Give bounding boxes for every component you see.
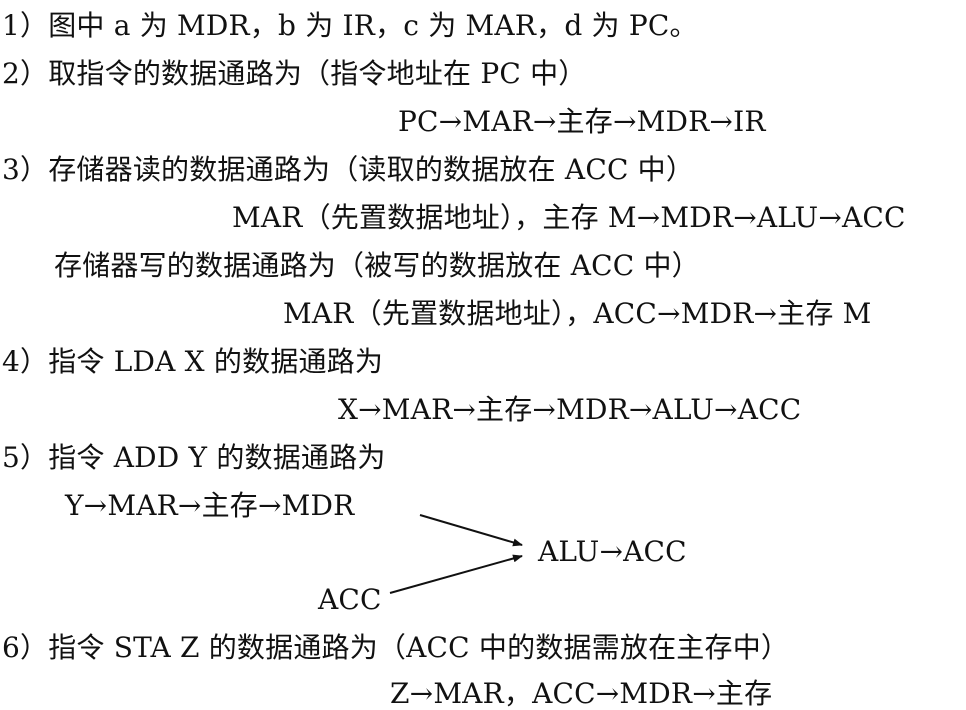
- answer-line-6: 6）指令 STA Z 的数据通路为（ACC 中的数据需放在主存中）: [2, 631, 790, 664]
- answer-line-2: 2）取指令的数据通路为（指令地址在 PC 中）: [2, 57, 587, 90]
- answer-line-5-lower-path: ACC: [318, 583, 382, 616]
- answer-line-5-result: ALU→ACC: [538, 535, 687, 568]
- answer-line-6-path: Z→MAR，ACC→MDR→主存: [390, 677, 773, 710]
- lower-merge-arrow: [389, 554, 523, 594]
- answer-line-3: 3）存储器读的数据通路为（读取的数据放在 ACC 中）: [2, 153, 695, 186]
- answer-line-5-upper-path: Y→MAR→主存→MDR: [65, 489, 355, 522]
- answer-line-4: 4）指令 LDA X 的数据通路为: [2, 345, 384, 378]
- answer-line-4-path: X→MAR→主存→MDR→ALU→ACC: [338, 393, 802, 426]
- answer-line-3-write: 存储器写的数据通路为（被写的数据放在 ACC 中）: [54, 249, 700, 282]
- answer-line-3-write-path: MAR（先置数据地址），ACC→MDR→主存 M: [283, 297, 872, 330]
- answer-line-1: 1）图中 a 为 MDR，b 为 IR，c 为 MAR，d 为 PC。: [2, 9, 698, 42]
- upper-merge-arrow: [419, 514, 523, 547]
- answer-line-2-path: PC→MAR→主存→MDR→IR: [398, 105, 766, 138]
- answer-line-3-read-path: MAR（先置数据地址），主存 M→MDR→ALU→ACC: [232, 201, 906, 234]
- answer-line-5: 5）指令 ADD Y 的数据通路为: [2, 441, 386, 474]
